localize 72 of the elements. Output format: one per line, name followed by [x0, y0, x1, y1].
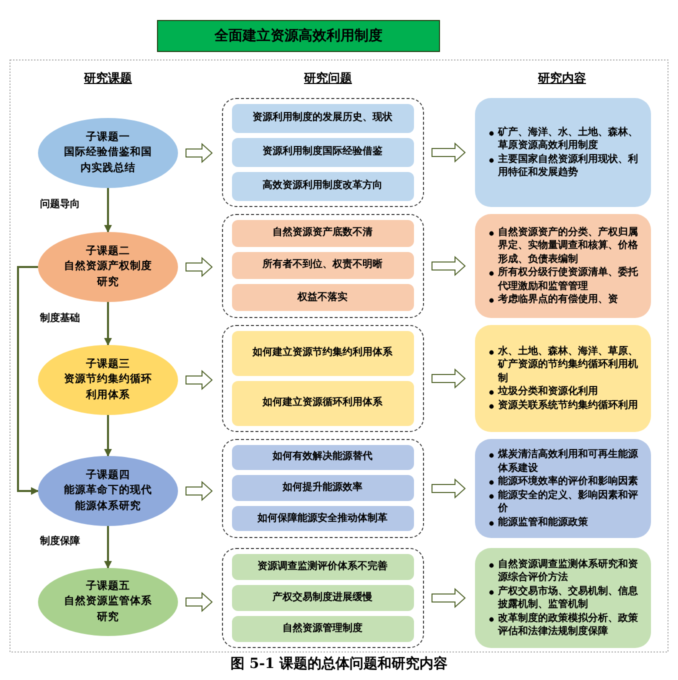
bullet-text: 能源环境效率的评价和影响因素	[498, 476, 638, 487]
question-box: 如何提升能源效率	[232, 475, 414, 501]
content-box	[475, 325, 651, 432]
bullet-text: 矿产、海洋、水、土地、森林、草原资源高效利用制度	[498, 126, 638, 151]
title-banner: 全面建立资源高效利用制度	[157, 20, 440, 52]
question-box: 资源调查监测评价体系不完善	[232, 554, 414, 580]
column-heading: 研究课题	[84, 70, 132, 87]
arrow	[104, 188, 112, 233]
question-box: 产权交易制度进展缓慢	[232, 584, 414, 610]
dashed-group	[222, 548, 424, 648]
topic-text: 能源革命下的现代能源体系研究	[63, 483, 153, 514]
topic-text: 国际经验借鉴和国内实践总结	[63, 145, 153, 176]
question-box: 如何建立资源节约集约利用体系	[232, 330, 414, 376]
content-box	[475, 439, 651, 538]
topic-text: 自然资源监管体系研究	[63, 594, 153, 625]
topic-heading: 子课题五	[86, 579, 130, 594]
topic-heading: 子课题三	[86, 357, 130, 372]
column-heading: 研究问题	[304, 70, 352, 87]
bullet-text: 水、土地、森林、海洋、草原、矿产资源的节约集约循环利用机制	[498, 346, 638, 384]
arrow	[104, 526, 112, 569]
hollow-arrow	[432, 142, 466, 163]
arrow	[17, 266, 39, 495]
question-box: 自然资源资产底数不清	[232, 220, 414, 247]
topic-heading: 子课题四	[86, 468, 130, 484]
question-box: 如何有效解决能源替代	[232, 444, 414, 470]
figure-caption: 图 5-1 课题的总体问题和研究内容	[230, 655, 448, 673]
question-box: 资源利用制度国际经验借鉴	[232, 138, 414, 166]
hollow-arrow	[186, 480, 213, 502]
question-box: 资源利用制度的发展历史、现状	[232, 104, 414, 132]
question-box: 自然资源管理制度	[232, 616, 414, 642]
hollow-arrow	[432, 478, 466, 499]
bullet-text: 能源安全的定义、影响因素和评价	[498, 490, 638, 514]
content-box	[475, 214, 651, 318]
dashed-group	[222, 439, 424, 538]
bullet-text: 能源监管和能源政策	[498, 516, 588, 528]
arrow	[104, 302, 112, 346]
topic-heading: 子课题二	[86, 244, 130, 260]
hollow-arrow	[186, 256, 213, 278]
edge-label: 制度基础	[40, 311, 80, 324]
question-box: 如何建立资源循环利用体系	[232, 380, 414, 426]
edge-label: 问题导向	[40, 198, 80, 211]
bullet-text: 垃圾分类和资源化利用	[498, 386, 598, 398]
hollow-arrow	[186, 592, 213, 612]
bullet-text: 主要国家自然资源利用现状、利用特征和发展趋势	[498, 154, 638, 178]
topic-text: 资源节约集约循环利用体系	[63, 372, 153, 403]
bullet-text: 产权交易市场、交易机制、信息披露机制、监管机制	[498, 586, 638, 610]
bullet-text: 资源关联系统节约集约循环利用	[498, 400, 638, 411]
edge-label: 制度保障	[40, 534, 80, 548]
hollow-arrow	[186, 142, 213, 164]
question-box: 高效资源利用制度改革方向	[232, 172, 414, 200]
dashed-group	[222, 325, 424, 432]
hollow-arrow	[432, 256, 466, 276]
hollow-arrow	[432, 368, 466, 389]
bullet-text: 改革制度的政策模拟分析、政策评估和法律法规制度保障	[498, 612, 638, 637]
bullet-text: 煤炭清洁高效利用和可再生能源体系建设	[498, 449, 638, 474]
content-box	[475, 548, 651, 648]
hollow-arrow	[432, 588, 466, 608]
bullet-text: 自然资源资产的分类、产权归属界定、实物量调查和核算、价格形成、负债表编制	[498, 226, 638, 264]
dashed-group	[222, 214, 424, 318]
column-heading: 研究内容	[538, 70, 586, 87]
dashed-group	[222, 98, 424, 207]
topic-heading: 子课题一	[86, 130, 130, 146]
hollow-arrow	[186, 370, 213, 390]
bullet-text: 所有权分级行使资源清单、委托代理激励和监管管理	[498, 267, 638, 292]
question-box: 所有者不到位、权责不明晰	[232, 252, 414, 280]
question-box: 权益不落实	[232, 284, 414, 312]
content-box	[475, 98, 651, 207]
bullet-text: 考虑临界点的有偿使用、资	[498, 294, 618, 305]
question-box: 如何保障能源安全推动体制革	[232, 506, 414, 532]
topic-text: 自然资源产权制度研究	[63, 259, 153, 290]
bullet-text: 自然资源调查监测体系研究和资源综合评价方法	[498, 558, 638, 583]
arrow	[104, 415, 112, 457]
